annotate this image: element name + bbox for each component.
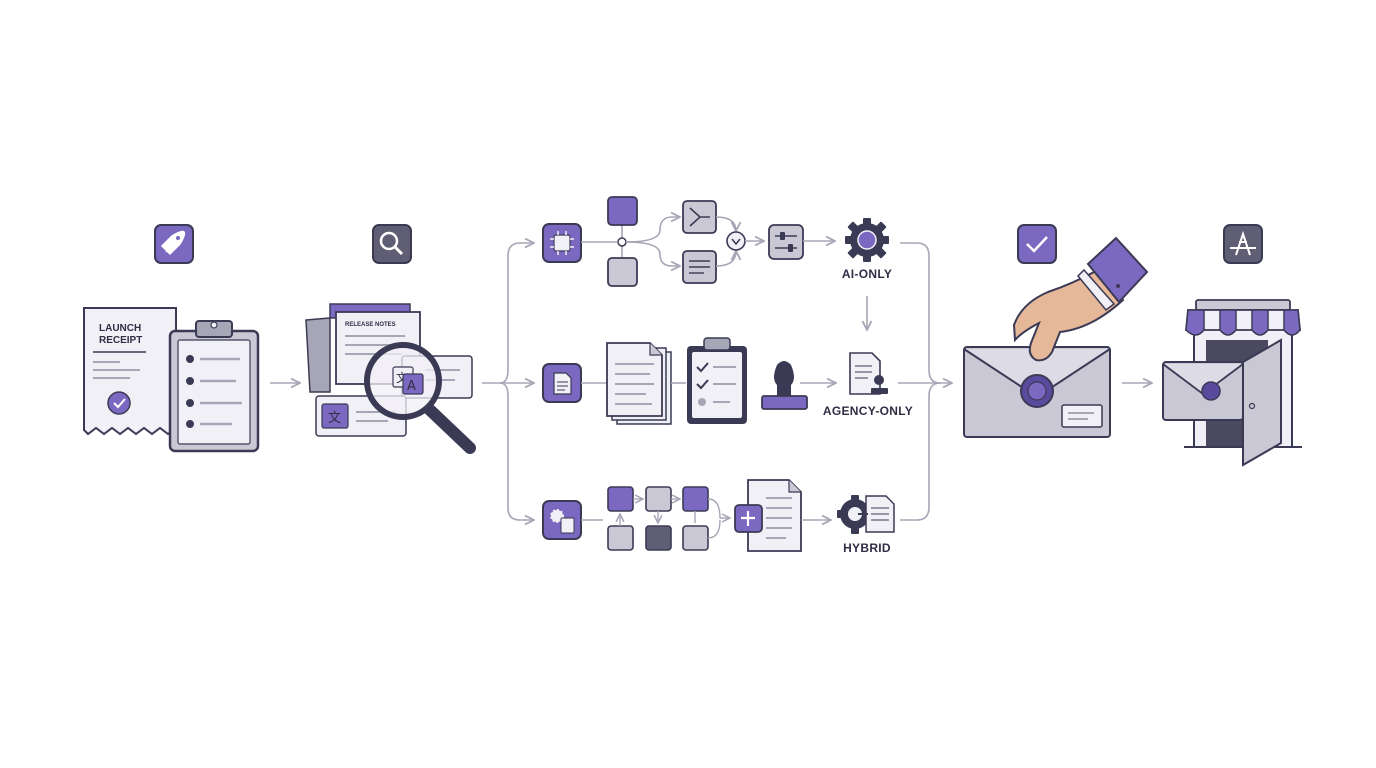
sliders-icon: [768, 224, 804, 260]
sealed-envelope-icon: [963, 346, 1111, 438]
ai-chip-icon: [542, 223, 582, 263]
svg-text:A: A: [407, 379, 416, 394]
svg-text:文: 文: [328, 411, 341, 426]
app-store-icon: [1223, 224, 1263, 264]
document-stack: [606, 342, 672, 425]
translate-card: 文: [315, 395, 407, 437]
receipt-title-line2: RECEIPT: [99, 335, 142, 346]
checkmark-icon: [1017, 224, 1057, 264]
gear-plus-document-icon: [837, 495, 895, 534]
approve-stage: [963, 224, 1149, 438]
ai-block-purple: [607, 196, 638, 226]
receipt-title-line1: LAUNCH: [99, 323, 141, 334]
agency-only-label: AGENCY-ONLY: [823, 404, 913, 418]
stamp-icon: [761, 361, 808, 410]
small-envelope-icon: [1162, 361, 1244, 421]
launch-stage: LAUNCH RECEIPT: [83, 224, 260, 453]
branch-connectors: [482, 243, 534, 520]
add-document-icon: [734, 479, 802, 552]
store-stage: [1162, 224, 1302, 467]
split-icon: [682, 200, 717, 234]
gear-document-icon: [542, 500, 582, 540]
hybrid-label: HYBRID: [843, 541, 891, 555]
agency-only-track: AGENCY-ONLY: [542, 337, 913, 425]
hand-icon: [1012, 236, 1149, 362]
stamped-document-icon: [849, 352, 888, 395]
merge-connectors: [898, 242, 952, 521]
ai-only-label: AI-ONLY: [842, 267, 892, 281]
ai-block-gray: [607, 257, 638, 287]
magnifier-icon: [372, 224, 412, 264]
ai-only-track: AI-ONLY: [542, 196, 892, 330]
magnifying-glass-icon: 文 A: [364, 342, 476, 454]
checklist-clipboard: [687, 337, 747, 424]
release-notes-title: RELEASE NOTES: [345, 322, 396, 328]
rocket-icon: [154, 224, 194, 264]
launch-receipt: LAUNCH RECEIPT: [83, 307, 177, 436]
gear-icon: [845, 218, 889, 262]
hybrid-track: HYBRID: [542, 479, 895, 555]
text-doc-icon: [682, 250, 717, 284]
review-stage: RELEASE NOTES 文 文 A: [305, 224, 476, 454]
document-icon: [542, 363, 582, 403]
clipboard-icon: [168, 320, 260, 453]
merge-check-icon: [726, 231, 746, 251]
block-grid: [607, 486, 730, 551]
